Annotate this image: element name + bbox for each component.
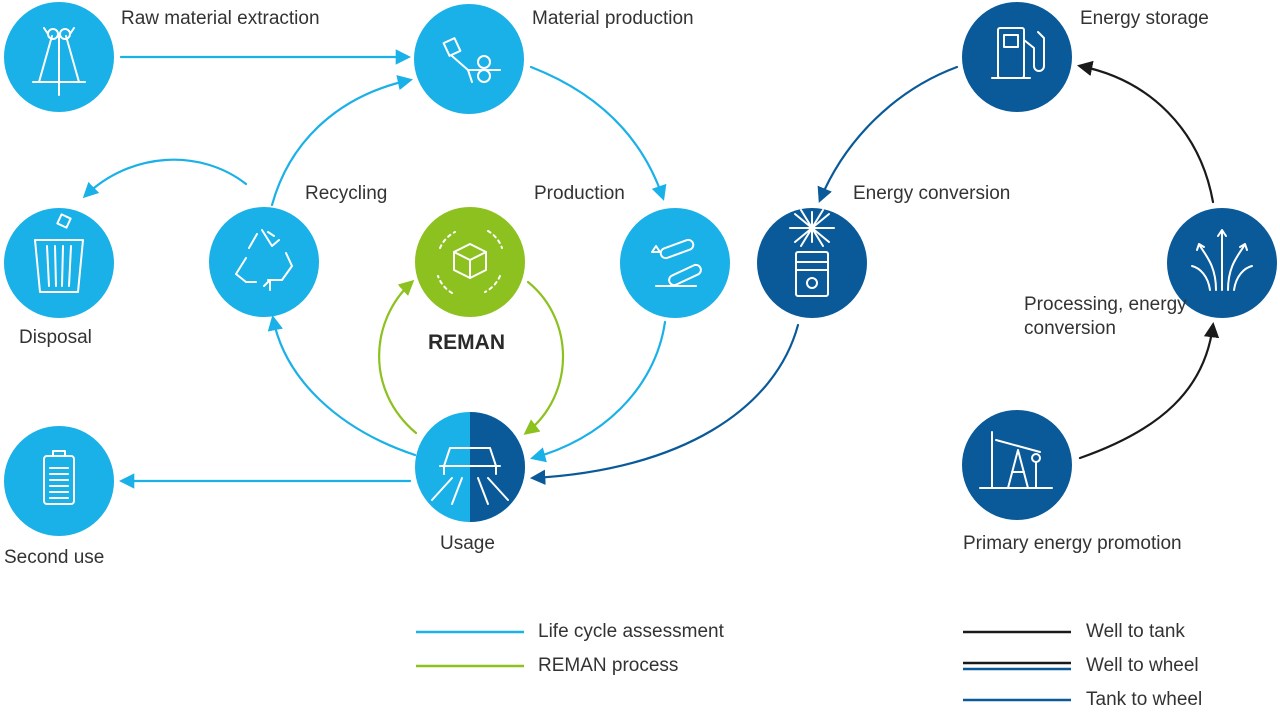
- label-raw-material-extraction: Raw material extraction: [121, 8, 320, 29]
- second-use-node: [4, 426, 114, 536]
- legend-lines: [416, 630, 1071, 702]
- rolling-mill-icon: [442, 37, 501, 83]
- legend-text-wtw: Well to wheel: [1086, 655, 1199, 676]
- label-reman: REMAN: [428, 331, 505, 354]
- legend-text-reman: REMAN process: [538, 655, 679, 676]
- label-energy-conversion: Energy conversion: [853, 183, 1011, 204]
- label-disposal: Disposal: [19, 327, 92, 348]
- label-material-production: Material production: [532, 8, 694, 29]
- arrow-conversion-to-usage: [529, 323, 800, 486]
- arrow-production-to-usage: [530, 320, 667, 463]
- label-production: Production: [534, 183, 625, 204]
- production-node: [620, 208, 730, 318]
- primary-energy-node: [962, 410, 1072, 520]
- oil-pump-icon: [979, 431, 1053, 489]
- label-second-use: Second use: [4, 547, 105, 568]
- energy-storage-node: [962, 2, 1072, 112]
- arrow-primary-to-processing: [1078, 321, 1220, 460]
- legend-text-ttw: Tank to wheel: [1086, 689, 1203, 710]
- fuel-pump-icon: [991, 27, 1045, 79]
- legend-text-wtt: Well to tank: [1086, 621, 1185, 642]
- reman-node: [415, 207, 525, 317]
- box-cycle-icon: [437, 230, 503, 294]
- mine-tower-icon: [32, 27, 86, 96]
- material-production-node: [414, 4, 524, 114]
- arrow-usage-to-reman: [378, 279, 418, 435]
- robot-arm-icon: [651, 238, 702, 287]
- label-processing: Processing, energy conversion: [1024, 294, 1187, 339]
- arrow-recycling-to-disposal: [82, 158, 248, 199]
- energy-conversion-node: [757, 208, 867, 318]
- label-energy-storage: Energy storage: [1080, 8, 1209, 29]
- battery-icon: [43, 450, 75, 505]
- branching-arrows-icon: [1191, 229, 1253, 291]
- label-primary-energy: Primary energy promotion: [963, 533, 1182, 554]
- arrow-usage-to-recycling: [267, 314, 417, 457]
- legend-line-wtw: [963, 661, 1071, 671]
- engine-piston-icon: [789, 209, 835, 297]
- arrow-processing-to-storage: [1076, 60, 1215, 204]
- label-usage: Usage: [440, 533, 495, 554]
- car-road-icon: [431, 447, 509, 505]
- disposal-node: [4, 208, 114, 318]
- raw-material-extraction-node: [4, 2, 114, 112]
- recycle-icon: [235, 229, 293, 291]
- label-recycling: Recycling: [305, 183, 388, 204]
- arrow-storage-to-conversion: [817, 65, 959, 203]
- usage-node: [415, 412, 525, 522]
- legend-text-lca: Life cycle assessment: [538, 621, 724, 642]
- trash-bin-icon: [34, 213, 84, 293]
- arrow-recycling-to-material: [270, 75, 414, 207]
- arrow-material-to-production: [529, 65, 667, 201]
- processing-node: [1167, 208, 1277, 318]
- recycling-node: [209, 207, 319, 317]
- arrow-reman-to-usage: [523, 280, 564, 435]
